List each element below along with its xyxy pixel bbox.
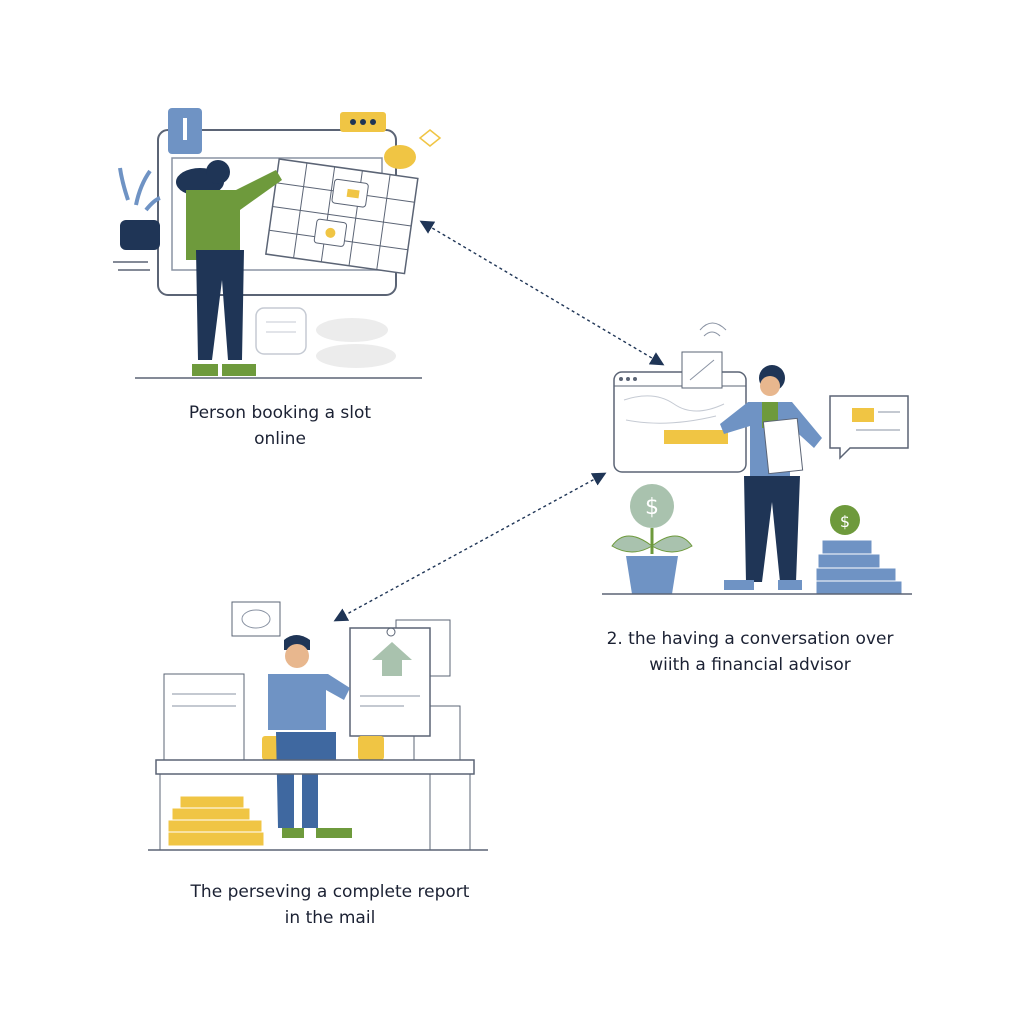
gold-coin-stack: [167, 795, 265, 847]
caption-step-3-line1: The perseving a complete report: [190, 882, 470, 902]
caption-step-3-line2: in the mail: [284, 908, 376, 928]
sparkle-icon: [418, 129, 442, 147]
plant-icon: [118, 167, 161, 212]
person-advisor: [720, 365, 822, 590]
person-booking: [176, 160, 282, 376]
caption-step-2: 2. the having a conversation over wiith …: [580, 626, 920, 678]
arrow-up-icon: [372, 642, 412, 676]
caption-step-2-line2: wiith a financial advisor: [649, 655, 851, 675]
connector-step1-step2: [419, 220, 665, 366]
calendar-grid: [264, 158, 419, 275]
step-report-illustration: [148, 601, 488, 851]
step-advisor-illustration: $ $: [602, 322, 912, 595]
money-plant-icon: [630, 484, 674, 528]
chat-bubble-icon: [829, 395, 909, 460]
wifi-icon: [699, 322, 727, 337]
person-receiving-report: [268, 635, 352, 838]
caption-step-1-line1: Person booking a slot: [188, 403, 372, 423]
caption-step-3: The perseving a complete report in the m…: [140, 879, 520, 931]
dollar-sign: $: [840, 512, 850, 531]
caption-step-1: Person booking a slot online: [120, 400, 440, 452]
picture-frame-icon: [231, 601, 281, 637]
coin-icon: [830, 505, 860, 535]
caption-step-2-line1: 2. the having a conversation over: [606, 629, 894, 649]
desk: [155, 759, 475, 775]
step-booking-illustration: [113, 108, 442, 379]
connector-step2-step3: [333, 472, 607, 622]
caption-step-1-line2: online: [254, 429, 306, 449]
coin-icon: [384, 145, 416, 169]
dollar-sign: $: [645, 495, 659, 520]
